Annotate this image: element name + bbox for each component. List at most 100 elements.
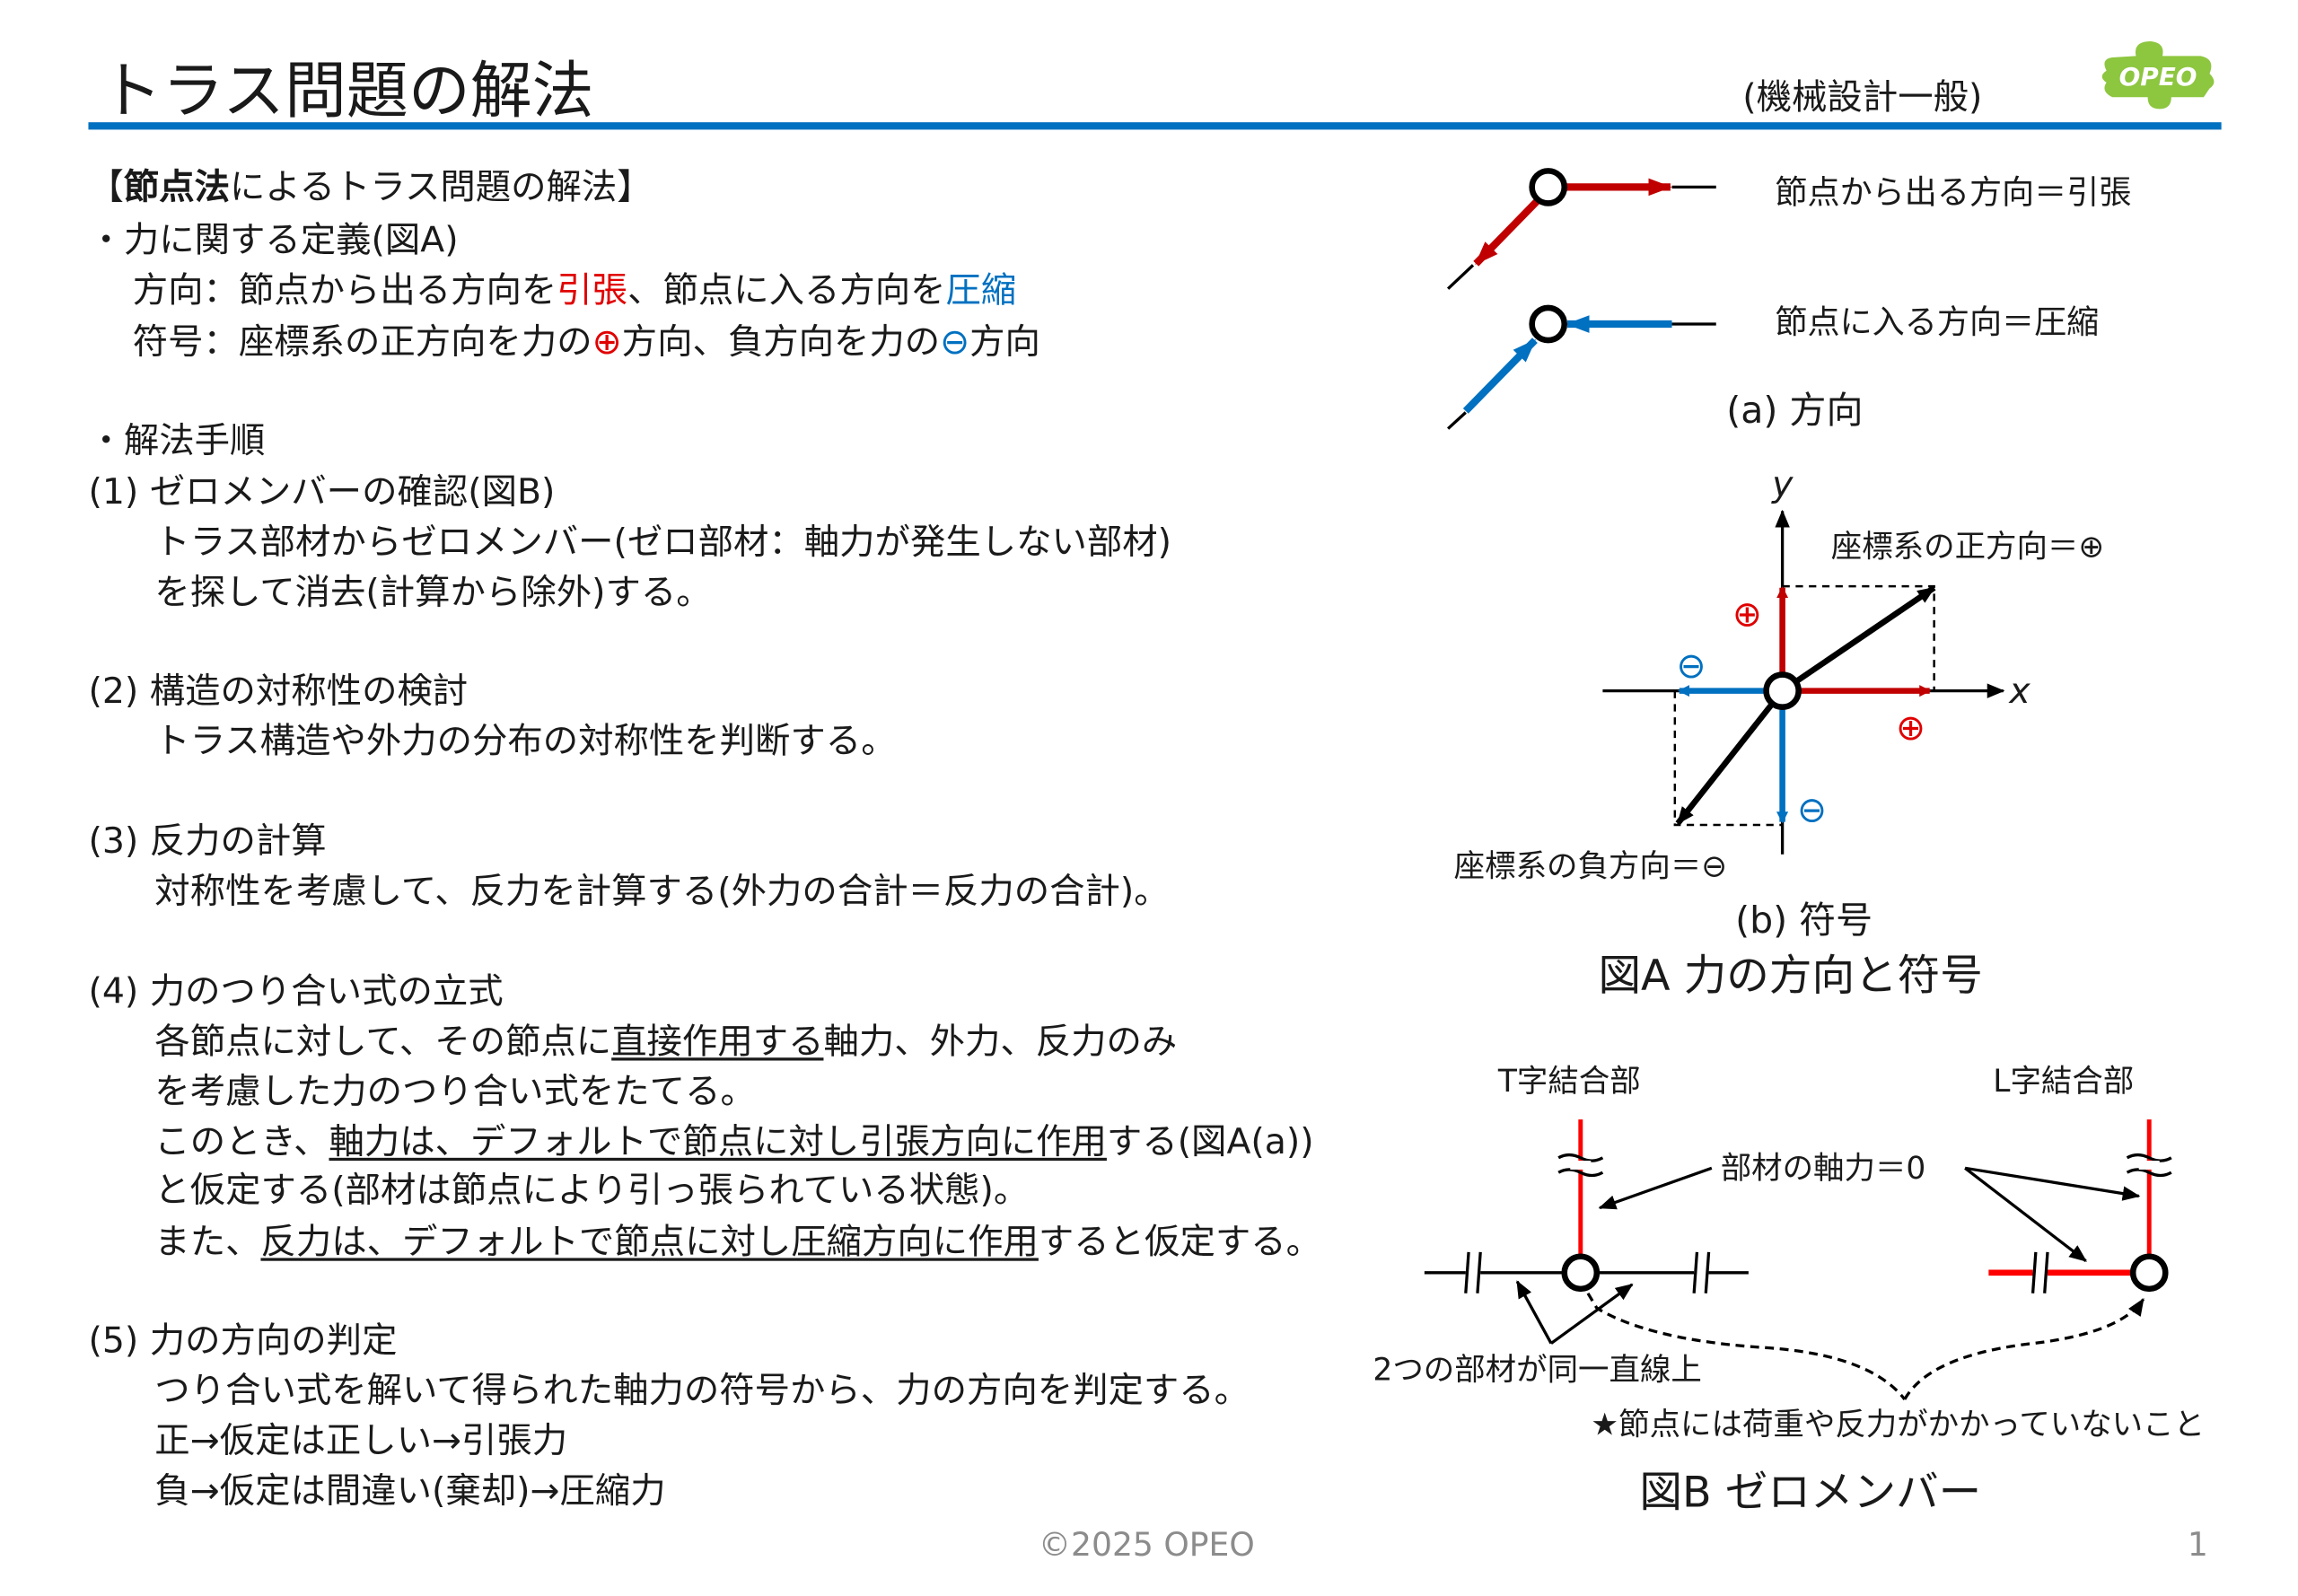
compression-arrow-diagonal — [1462, 338, 1538, 414]
text-segment: 対称性を考慮して、反力を計算する(外力の合計＝反力の合計)。 — [154, 870, 1170, 912]
page-number: 1 — [2187, 1527, 2208, 1565]
page-title: トラス問題の解法 — [100, 54, 594, 127]
text-segment: 【 — [88, 166, 124, 208]
copyright: ©2025 OPEO — [1038, 1527, 1255, 1565]
zero-member-diagram: T字結合部 L字結合部 部材の軸力＝0 2つの部材が同一 — [1373, 1064, 2205, 1443]
resultant-positive-arrow — [1780, 585, 1936, 694]
minus-sign-x: ⊖ — [1676, 645, 1706, 687]
text-segment: 正→仮定は正しい→引張力 — [154, 1419, 568, 1461]
text-line: 各節点に対して、その節点に直接作用する軸力、外力、反力のみ — [154, 1020, 1177, 1064]
text-segment: つり合い式を解いて得られた軸力の符号から、力の方向を判定する。 — [154, 1370, 1250, 1412]
compression-label: 節点に入る方向＝圧縮 — [1775, 303, 2099, 341]
text-segment: を考慮した力のつり合い式をたてる。 — [154, 1071, 756, 1112]
underlined-text: 軸力は、デフォルトで節点に対し引張方向に作用 — [329, 1120, 1107, 1162]
text-line: 負→仮定は間違い(棄却)→圧縮力 — [154, 1469, 665, 1513]
text-line: 符号：座標系の正方向を力の⊕方向、負方向を力の⊖方向 — [133, 320, 1040, 364]
text-segment: 軸力、外力、反力のみ — [823, 1021, 1178, 1063]
text-segment: と仮定する(部材は節点により引っ張られている状態)。 — [154, 1169, 1030, 1211]
text-segment: すると仮定する。 — [1038, 1221, 1321, 1263]
text-segment: (2) 構造の対称性の検討 — [88, 670, 469, 712]
text-line: (1) ゼロメンバーの確認(図B) — [88, 469, 555, 513]
plus-sign-y: ⊕ — [1732, 593, 1762, 635]
header-divider — [88, 122, 2222, 130]
text-segment: 方向、負方向を力の — [621, 320, 941, 363]
text-line: (5) 力の方向の判定 — [88, 1319, 397, 1363]
text-segment: (4) 力のつり合い式の立式 — [88, 970, 504, 1013]
text-segment: トラス構造や外力の分布の対称性を判断する。 — [154, 720, 897, 762]
text-segment: (3) 反力の計算 — [88, 820, 327, 862]
node-icon — [1529, 168, 1568, 206]
minus-sign-y: ⊖ — [1797, 790, 1827, 831]
x-axis-label: x — [2007, 671, 2030, 712]
text-segment: 方向：節点から出る方向を — [132, 269, 557, 311]
text-segment: する(図A(a)) — [1106, 1120, 1314, 1162]
y-axis-label: y — [1771, 464, 1794, 505]
bold-text: 節点法 — [123, 166, 230, 208]
text-segment: また、 — [154, 1221, 261, 1263]
tension-highlight: 引張 — [557, 269, 628, 311]
node-icon — [1529, 304, 1568, 344]
text-line: トラス部材からゼロメンバー(ゼロ部材：軸力が発生しない部材) — [154, 520, 1171, 564]
figure-a-caption: 図A 力の方向と符号 — [1598, 951, 1982, 1001]
compression-highlight: 圧縮 — [945, 269, 1017, 311]
plus-sign-x: ⊕ — [1896, 707, 1925, 749]
collinear-label: 2つの部材が同一直線上 — [1373, 1353, 1701, 1389]
opeo-logo: OPEO — [2098, 39, 2219, 112]
text-segment: によるトラス問題の解法】 — [229, 166, 653, 208]
text-segment: 符号：座標系の正方向を力の — [132, 320, 592, 363]
text-line: ・解法手順 — [88, 418, 265, 462]
text-segment: 方向 — [969, 320, 1040, 363]
underlined-text: 反力は、デフォルトで節点に対し圧縮方向に作用 — [260, 1221, 1039, 1263]
text-line: このとき、軸力は、デフォルトで節点に対し引張方向に作用する(図A(a)) — [154, 1119, 1313, 1163]
positive-direction-label: 座標系の正方向＝⊕ — [1831, 529, 2105, 565]
text-line: 【節点法によるトラス問題の解法】 — [88, 165, 652, 209]
tension-highlight: ⊕ — [592, 320, 622, 363]
compression-highlight: ⊖ — [940, 320, 970, 363]
text-line: また、反力は、デフォルトで節点に対し圧縮方向に作用すると仮定する。 — [154, 1220, 1321, 1264]
l-joint-node-icon — [2129, 1253, 2169, 1293]
text-line: 対称性を考慮して、反力を計算する(外力の合計＝反力の合計)。 — [154, 869, 1169, 913]
text-segment: 各節点に対して、その節点に — [154, 1021, 612, 1063]
tension-arrow-diagonal — [1473, 197, 1541, 267]
underlined-text: 直接作用する — [611, 1021, 824, 1063]
tension-diagram: 節点から出る方向＝引張 — [1446, 168, 2131, 290]
figure-a-sub-caption-b: (b) 符号 — [1735, 899, 1873, 942]
negative-direction-label: 座標系の負方向＝⊖ — [1454, 848, 1728, 884]
text-line: と仮定する(部材は節点により引っ張られている状態)。 — [154, 1168, 1029, 1212]
zero-force-label: 部材の軸力＝0 — [1721, 1151, 1926, 1187]
text-line: 正→仮定は正しい→引張力 — [154, 1418, 567, 1462]
origin-node-icon — [1763, 671, 1802, 710]
text-line: ・力に関する定義(図A) — [88, 218, 458, 262]
text-line: 方向：節点から出る方向を引張、節点に入る方向を圧縮 — [133, 268, 1017, 312]
text-line: (3) 反力の計算 — [88, 819, 326, 863]
text-segment: を探して消去(計算から除外)する。 — [154, 571, 712, 613]
text-segment: (5) 力の方向の判定 — [88, 1320, 398, 1362]
figure-a-sub-caption-a: (a) 方向 — [1726, 389, 1863, 432]
t-joint-node-icon — [1561, 1253, 1601, 1293]
text-line: (2) 構造の対称性の検討 — [88, 669, 468, 713]
text-segment: ・力に関する定義(図A) — [88, 219, 459, 261]
logo-text: OPEO — [2119, 62, 2197, 92]
text-segment: このとき、 — [154, 1120, 329, 1162]
category-label: (機械設計一般) — [1742, 76, 1983, 118]
text-segment: ・解法手順 — [88, 419, 266, 461]
resultant-negative-arrow — [1675, 688, 1785, 826]
figure-b-caption: 図B ゼロメンバー — [1639, 1469, 1981, 1518]
puzzle-logo-icon: OPEO — [2101, 40, 2215, 110]
text-line: を考慮した力のつり合い式をたてる。 — [154, 1069, 756, 1113]
text-line: つり合い式を解いて得られた軸力の符号から、力の方向を判定する。 — [154, 1368, 1250, 1412]
text-segment: 、節点に入る方向を — [627, 269, 946, 311]
t-joint-label: T字結合部 — [1497, 1064, 1641, 1100]
text-line: を探して消去(計算から除外)する。 — [154, 570, 711, 614]
text-segment: (1) ゼロメンバーの確認(図B) — [88, 471, 556, 513]
condition-note: ★節点には荷重や反力がかかっていないこと — [1591, 1407, 2205, 1443]
tension-label: 節点から出る方向＝引張 — [1775, 172, 2131, 211]
compression-diagram: 節点に入る方向＝圧縮 — [1446, 303, 2099, 430]
text-line: (4) 力のつり合い式の立式 — [88, 969, 503, 1013]
l-joint-label: L字結合部 — [1993, 1064, 2134, 1100]
sign-coordinate-diagram: y x ⊕ ⊕ ⊖ ⊖ 座標系の正方向＝⊕ 座標系の負方向＝⊖ — [1454, 464, 2105, 884]
text-segment: 負→仮定は間違い(棄却)→圧縮力 — [154, 1469, 666, 1512]
text-line: トラス構造や外力の分布の対称性を判断する。 — [154, 719, 896, 763]
